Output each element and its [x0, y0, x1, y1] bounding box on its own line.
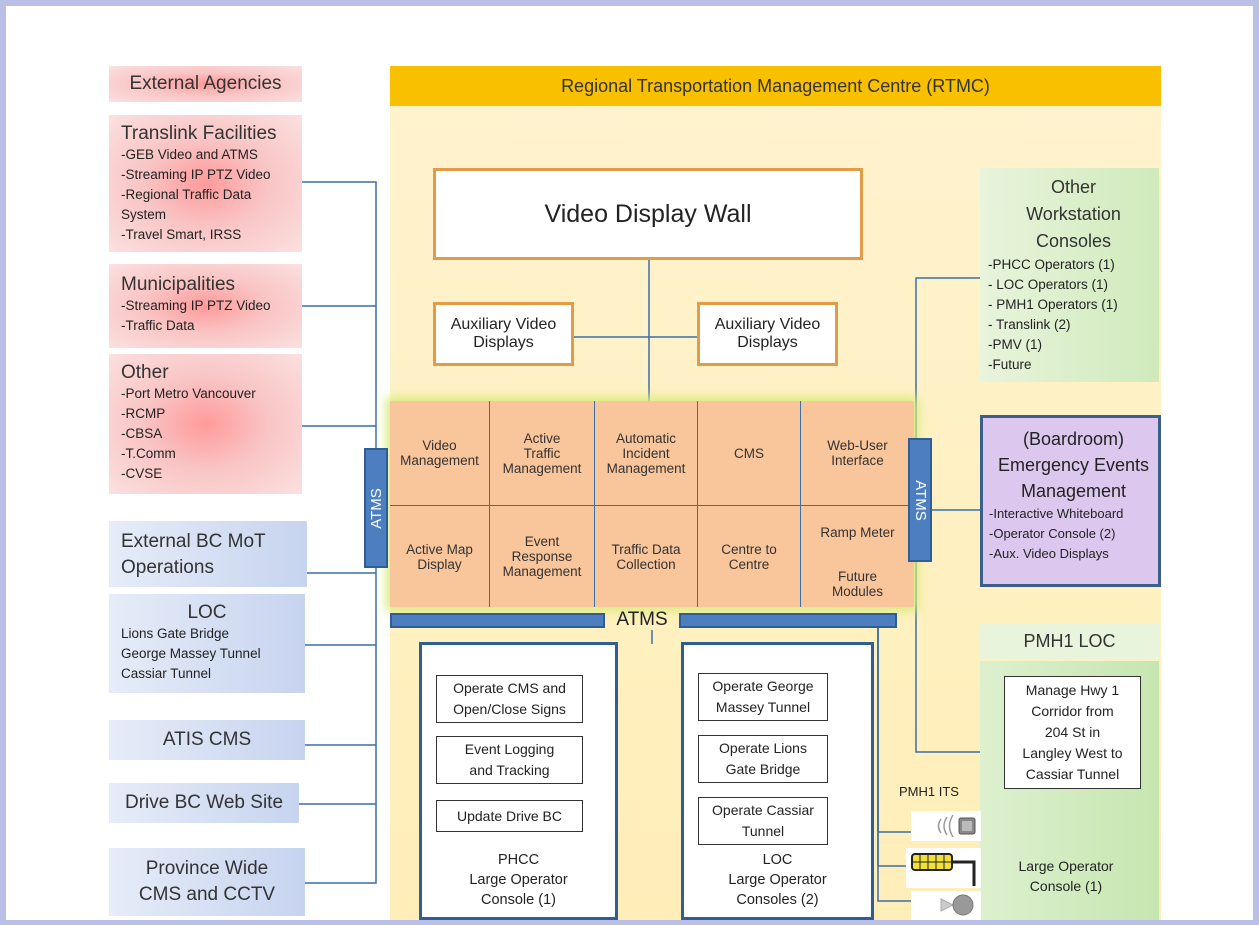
- boardroom-box: (Boardroom) Emergency Events Management …: [980, 415, 1161, 587]
- translink-title: Translink Facilities: [121, 123, 277, 144]
- pmh1-footer: Large Operator Console (1): [1018, 858, 1114, 894]
- other-workstation-items: -PHCC Operators (1) - LOC Operators (1) …: [988, 257, 1118, 372]
- loc-box: LOC Lions Gate Bridge George Massey Tunn…: [109, 594, 305, 693]
- boardroom-items: -Interactive Whiteboard -Operator Consol…: [989, 506, 1124, 561]
- other-workstation-box: Other Workstation Consoles -PHCC Operato…: [980, 168, 1159, 382]
- atms-module: Active Traffic Management: [490, 401, 595, 506]
- pmh1-task-box: Manage Hwy 1 Corridor from 204 St in Lan…: [1004, 676, 1141, 789]
- atms-module: Traffic Data Collection: [595, 506, 698, 607]
- atms-module: Ramp Meter: [801, 506, 914, 558]
- municipalities-items: -Streaming IP PTZ Video -Traffic Data: [121, 298, 271, 333]
- province-wide-box: Province Wide CMS and CCTV: [109, 848, 305, 916]
- municipalities-box: Municipalities -Streaming IP PTZ Video -…: [109, 264, 302, 348]
- connector-lines: [299, 181, 980, 902]
- console-task-box: Operate CMS and Open/Close Signs: [436, 675, 583, 723]
- aux-video-displays-right: Auxiliary Video Displays: [697, 302, 838, 366]
- external-agencies-header: External Agencies: [109, 66, 302, 102]
- atms-module: Event Response Management: [490, 506, 595, 607]
- console-task-box: Operate Lions Gate Bridge: [698, 735, 828, 783]
- console-task-box: Operate Cassiar Tunnel: [698, 797, 828, 845]
- external-bc-mot-box: External BC MoT Operations: [109, 521, 307, 587]
- atms-module: Web-User Interface: [801, 401, 914, 506]
- atms-module: Centre to Centre: [698, 506, 801, 607]
- atms-bar-bottom-right: [679, 613, 897, 628]
- console-task-box: Update Drive BC: [436, 800, 583, 832]
- other-items: -Port Metro Vancouver -RCMP -CBSA -T.Com…: [121, 386, 256, 481]
- atms-module: Active Map Display: [390, 506, 490, 607]
- loc-footer: LOC Large Operator Consoles (2): [728, 852, 827, 908]
- loop-detector-icon: [906, 848, 981, 888]
- atms-module: Automatic Incident Management: [595, 401, 698, 506]
- phcc-footer: PHCC Large Operator Console (1): [469, 852, 568, 908]
- translink-box: Translink Facilities -GEB Video and ATMS…: [109, 115, 302, 252]
- rtmc-title: Regional Transportation Management Centr…: [561, 75, 990, 96]
- municipalities-title: Municipalities: [121, 274, 236, 295]
- pmh1-loc-header: PMH1 LOC: [980, 623, 1159, 659]
- diagram-canvas: Regional Transportation Management Centr…: [6, 6, 1253, 920]
- camera-icon: [911, 891, 981, 920]
- atms-bar-bottom-left: [390, 613, 605, 628]
- console-task-box: Event Logging and Tracking: [436, 736, 583, 784]
- pmh1-its-label: PMH1 ITS: [899, 784, 959, 799]
- loc-title: LOC: [187, 602, 227, 623]
- drive-bc-box: Drive BC Web Site: [109, 783, 299, 823]
- translink-items: -GEB Video and ATMS -Streaming IP PTZ Vi…: [121, 147, 271, 242]
- boardroom-title: (Boardroom) Emergency Events Management: [997, 429, 1150, 501]
- console-task-box: Operate George Massey Tunnel: [698, 673, 828, 721]
- atis-cms-box: ATIS CMS: [109, 720, 305, 760]
- future-modules: Future Modules: [801, 561, 914, 607]
- aux-video-displays-left: Auxiliary Video Displays: [433, 302, 574, 366]
- other-workstation-title: Other Workstation Consoles: [1026, 177, 1121, 251]
- atms-module: Video Management: [390, 401, 490, 506]
- other-box: Other -Port Metro Vancouver -RCMP -CBSA …: [109, 354, 302, 494]
- other-title: Other: [121, 362, 169, 383]
- loc-items: Lions Gate Bridge George Massey Tunnel C…: [121, 626, 261, 681]
- rtmc-header: Regional Transportation Management Centr…: [390, 66, 1161, 106]
- signal-emitter-icon: [911, 811, 981, 841]
- atms-bar-bottom-label: ATMS: [616, 609, 668, 630]
- video-display-wall: Video Display Wall: [433, 168, 863, 260]
- atms-bar-right: ATMS: [908, 438, 932, 562]
- atms-bar-left: ATMS: [364, 448, 388, 568]
- atms-module: CMS: [698, 401, 801, 506]
- external-bc-mot-title: External BC MoT Operations: [121, 531, 266, 578]
